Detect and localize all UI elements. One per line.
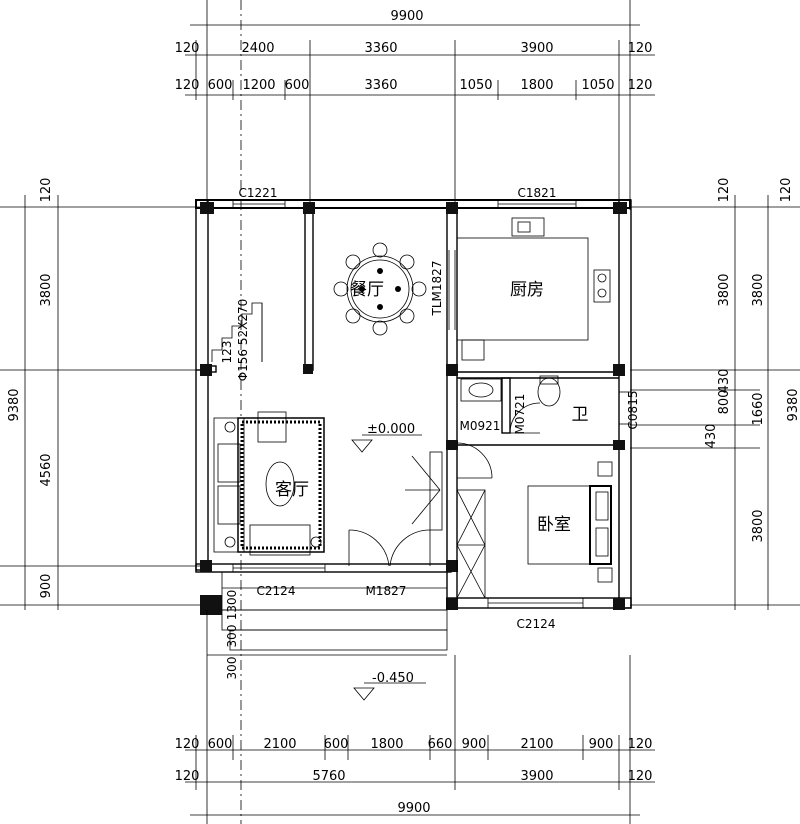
right-mid-dim-2: 3800	[751, 509, 766, 542]
right-mid-dim-1: 1660	[751, 392, 766, 425]
top-dim-2-3: 600	[285, 78, 310, 93]
left-top-dim: 120	[39, 178, 54, 203]
bottom-dim-2-0: 120	[175, 769, 200, 784]
living-furniture	[213, 411, 325, 556]
right-total-dim: 9380	[786, 388, 800, 421]
door-m0921-label: M0921	[460, 419, 501, 433]
bottom-dim-1-7: 2100	[520, 737, 553, 752]
bedroom-label: 卧室	[537, 515, 571, 535]
bath-fixtures	[460, 375, 561, 434]
left-dim-0: 3800	[39, 273, 54, 306]
left-dim-1: 4560	[39, 453, 54, 486]
bottom-dim-1-9: 120	[628, 737, 653, 752]
right-dimensions	[630, 195, 800, 610]
top-total-dim: 9900	[390, 9, 423, 24]
bottom-dim-2-2: 3900	[520, 769, 553, 784]
dining-table	[333, 242, 427, 336]
step-dim-1: 300	[225, 625, 239, 648]
right-mid-dim-0: 3800	[751, 273, 766, 306]
top-dim-1-1: 2400	[241, 41, 274, 56]
bottom-dim-1-4: 1800	[370, 737, 403, 752]
step-dim-0: 1300	[225, 590, 239, 621]
dining-room-label: 餐厅	[350, 280, 384, 300]
right-inner-dim-1: 800	[717, 390, 732, 415]
window-c1221	[232, 200, 286, 208]
door-m1827	[348, 529, 431, 567]
bottom-dim-1-5: 660	[428, 737, 453, 752]
top-dim-2-1: 600	[208, 78, 233, 93]
top-dimensions	[185, 0, 655, 824]
sliding-door-tlm1827	[448, 250, 456, 330]
top-dim-2-0: 120	[175, 78, 200, 93]
window-c0815-label: C0815	[626, 391, 640, 430]
right-top-dim-a: 120	[717, 178, 732, 203]
window-c1821-label: C1821	[518, 186, 557, 200]
porch-steps	[206, 571, 448, 656]
top-dim-2-6: 1800	[520, 78, 553, 93]
bottom-dimensions	[185, 655, 655, 824]
door-m1827-label: M1827	[366, 584, 407, 598]
bottom-dim-1-1: 600	[208, 737, 233, 752]
window-c2124-right	[487, 598, 584, 608]
top-dim-2-4: 3360	[364, 78, 397, 93]
top-dim-1-2: 3360	[364, 41, 397, 56]
window-c1821	[497, 200, 577, 208]
window-c2124-left	[232, 564, 326, 572]
left-dimensions	[0, 195, 200, 610]
bath-label: 卫	[572, 405, 589, 425]
top-dim-2-2: 1200	[242, 78, 275, 93]
door-m0921	[456, 442, 493, 479]
bottom-total-dim: 9900	[397, 801, 430, 816]
window-c2124-right-label: C2124	[517, 617, 556, 631]
top-dim-2-8: 120	[628, 78, 653, 93]
stair-label: Φ156 52X270	[236, 299, 250, 382]
kitchen-label: 厨房	[510, 280, 544, 300]
bottom-dim-1-8: 900	[589, 737, 614, 752]
top-dim-2-7: 1050	[581, 78, 614, 93]
top-dim-1-0: 120	[175, 41, 200, 56]
top-dim-2-5: 1050	[459, 78, 492, 93]
top-dim-1-3: 3900	[520, 41, 553, 56]
left-total-dim: 9380	[7, 388, 22, 421]
bottom-dim-1-3: 600	[324, 737, 349, 752]
bottom-dim-1-0: 120	[175, 737, 200, 752]
right-inner-dim-3: 430	[704, 424, 719, 449]
floor-level-label: ±0.000	[367, 422, 415, 437]
bottom-dim-2-3: 120	[628, 769, 653, 784]
exterior-level-marker	[353, 682, 426, 701]
bottom-dim-1-6: 900	[462, 737, 487, 752]
bottom-dim-1-2: 2100	[263, 737, 296, 752]
right-top-dim-b: 120	[779, 178, 794, 203]
living-room-label: 客厅	[275, 480, 309, 500]
window-c0815	[618, 391, 632, 425]
floor-level-marker	[351, 434, 422, 453]
left-dim-2: 900	[39, 574, 54, 599]
stair	[211, 302, 263, 362]
window-c1221-label: C1221	[239, 186, 278, 200]
bedroom-furniture	[456, 461, 613, 599]
wall-columns	[200, 202, 627, 615]
window-c2124-left-label: C2124	[257, 584, 296, 598]
right-inner-dim-2: 430	[717, 369, 732, 394]
stair-number: 123	[220, 341, 234, 364]
entry-stair	[405, 451, 443, 531]
door-m0721-label: M0721	[513, 394, 527, 435]
right-inner-dim-0: 3800	[717, 273, 732, 306]
bottom-dim-2-1: 5760	[312, 769, 345, 784]
exterior-level-label: -0.450	[372, 671, 414, 686]
interior-walls	[207, 207, 619, 609]
kitchen-counter	[456, 217, 611, 361]
step-dim-2: 300	[225, 657, 239, 680]
door-tlm1827-label: TLM1827	[430, 261, 444, 317]
top-dim-1-4: 120	[628, 41, 653, 56]
